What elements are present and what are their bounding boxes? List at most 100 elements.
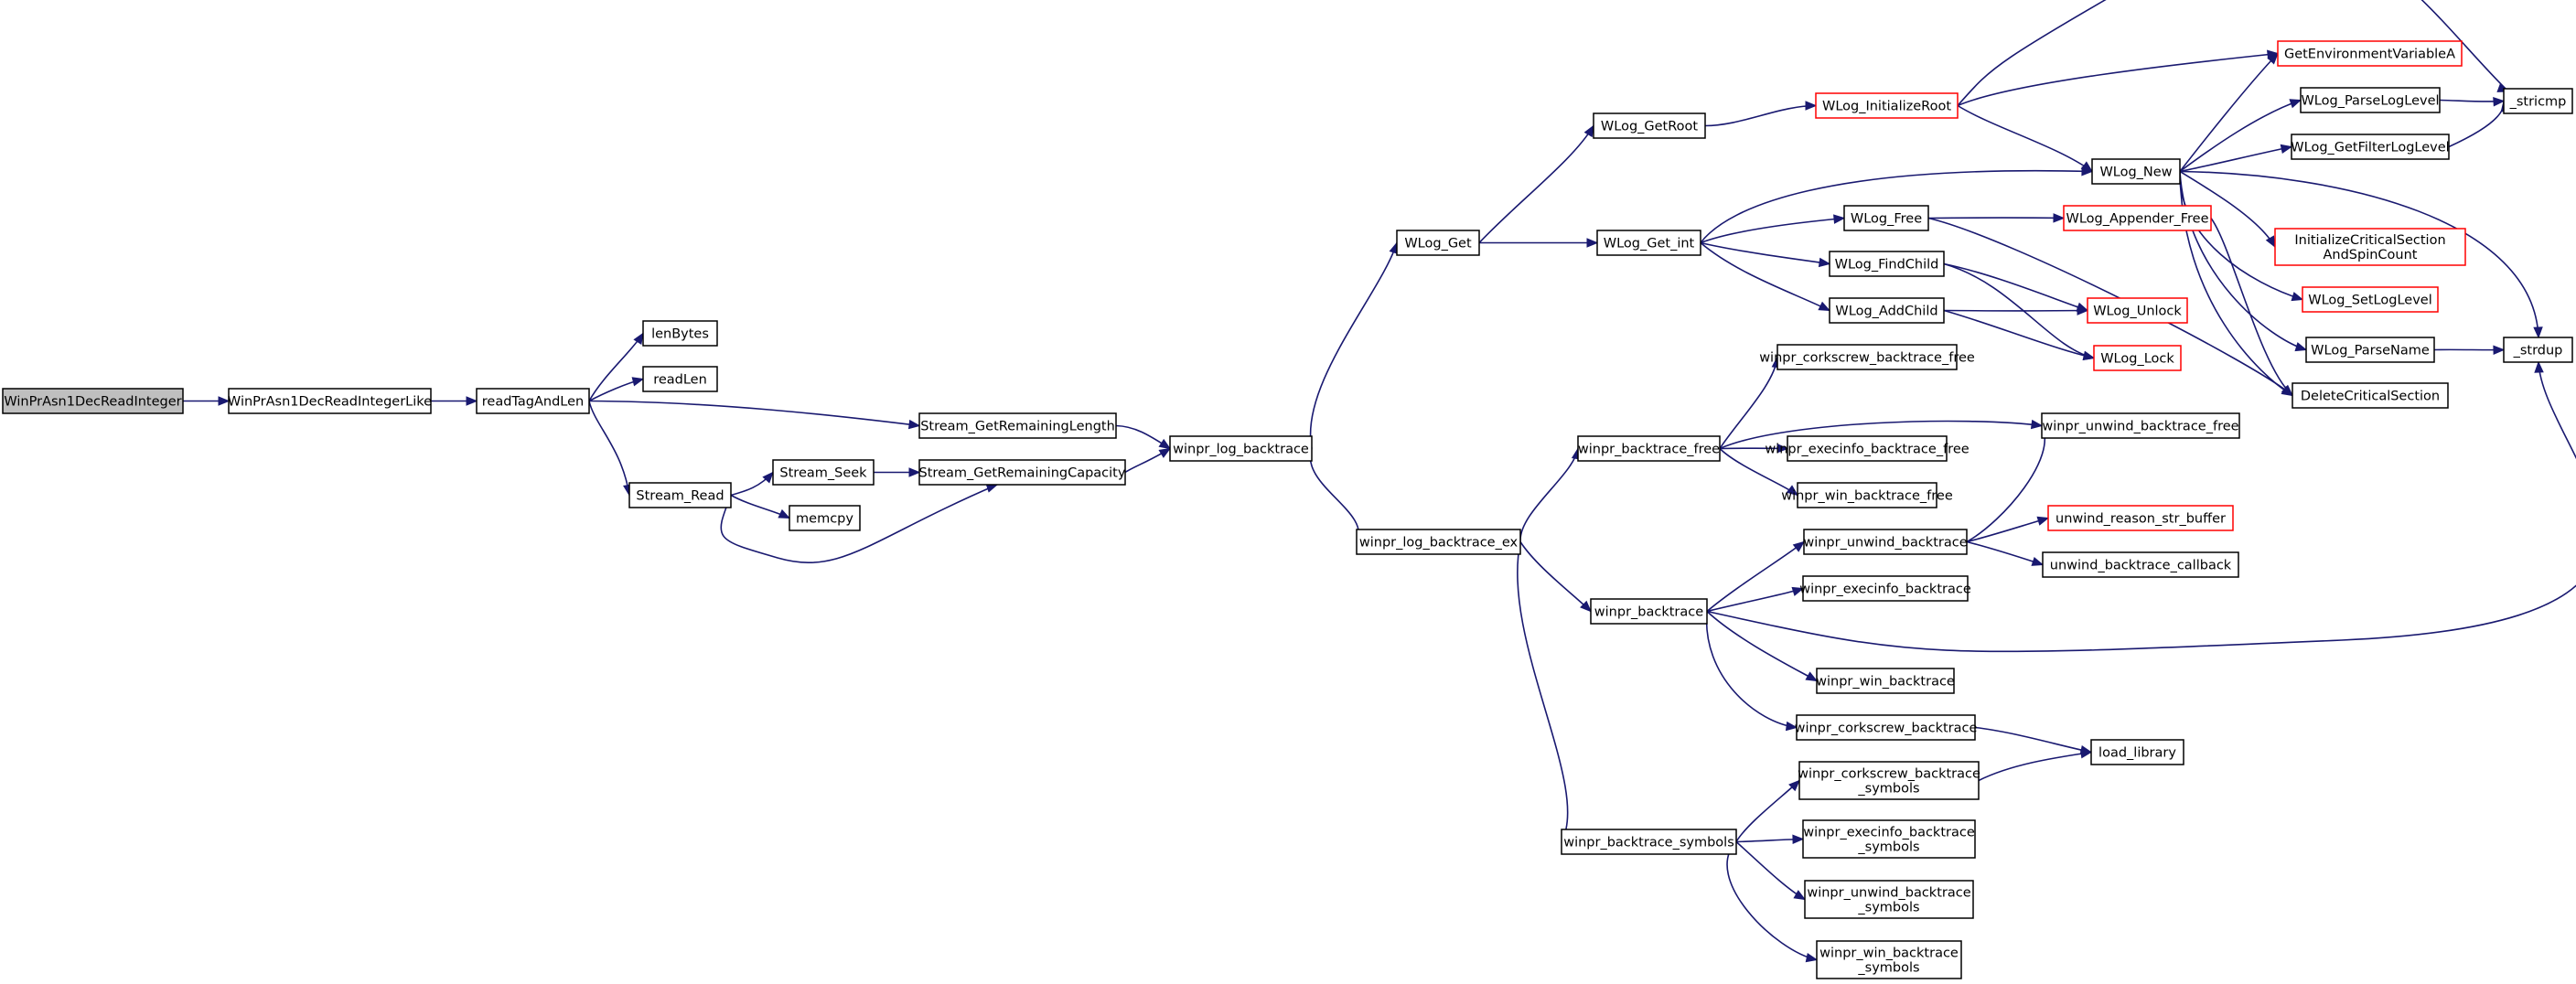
node-btsym[interactable]: winpr_backtrace_symbols (1561, 829, 1737, 855)
node-unlock[interactable]: WLog_Unlock (2087, 297, 2188, 324)
node-getfilter[interactable]: WLog_GetFilterLogLevel (2291, 134, 2450, 160)
node-stricmp[interactable]: _stricmp (2503, 88, 2573, 114)
node-bt[interactable]: winpr_backtrace (1590, 598, 1708, 625)
node-logbtex[interactable]: winpr_log_backtrace_ex (1356, 529, 1521, 555)
node-addchild[interactable]: WLog_AddChild (1829, 297, 1945, 324)
node-readlen[interactable]: readLen (642, 366, 718, 392)
node-box-seek (772, 459, 875, 486)
node-getremcap[interactable]: Stream_GetRemainingCapacity (918, 459, 1126, 486)
node-getenv[interactable]: GetEnvironmentVariableA (2277, 40, 2463, 67)
node-unwsym[interactable]: winpr_unwind_backtrace_symbols (1804, 880, 1974, 919)
node-memcpy[interactable]: memcpy (789, 505, 861, 531)
arrowhead-bt-to-winbt (1805, 671, 1819, 682)
node-unwreason[interactable]: unwind_reason_str_buffer (2047, 505, 2234, 531)
node-box-winsym (1816, 940, 1962, 979)
arrowhead-like-to-readtag (466, 396, 478, 406)
edge-initroot-to-wlognew (1957, 104, 2093, 173)
node-box-bt (1590, 598, 1708, 625)
node-box-loadlib (2090, 739, 2184, 765)
node-label-logbt: winpr_log_backtrace (1173, 443, 1309, 457)
node-wlogfree[interactable]: WLog_Free (1843, 205, 1929, 231)
node-seek[interactable]: Stream_Seek (772, 459, 875, 486)
node-setloglevel[interactable]: WLog_SetLogLevel (2302, 286, 2439, 313)
edge-logbtex-to-btsym (1517, 541, 1569, 842)
node-execsym[interactable]: winpr_execinfo_backtrace_symbols (1802, 819, 1976, 859)
node-getremlen[interactable]: Stream_GetRemainingLength (918, 412, 1117, 439)
node-label-streamread: Stream_Read (636, 489, 724, 504)
arrowhead-addchild-to-unlock (2077, 305, 2089, 316)
node-getroot[interactable]: WLog_GetRoot (1593, 112, 1706, 139)
node-unwbt[interactable]: winpr_unwind_backtrace (1803, 529, 1968, 555)
node-execfree[interactable]: winpr_execinfo_backtrace_free (1765, 435, 1970, 462)
arrowhead-getint-to-wlognew (2081, 166, 2094, 176)
node-parseloglevel[interactable]: WLog_ParseLogLevel (2300, 87, 2441, 113)
node-corkbt[interactable]: winpr_corkscrew_backtrace (1795, 714, 1978, 741)
node-parsename[interactable]: WLog_ParseName (2305, 337, 2435, 363)
node-label-appfree: WLog_Appender_Free (2066, 212, 2208, 227)
node-label-parseloglevel: WLog_ParseLogLevel (2301, 94, 2439, 109)
node-box-unwreason (2047, 505, 2234, 531)
node-winfree[interactable]: winpr_win_backtrace_free (1781, 482, 1953, 508)
node-label-corkfree: winpr_corkscrew_backtrace_free (1759, 351, 1975, 366)
node-label-unwsym-line1: winpr_unwind_backtrace (1807, 886, 1970, 901)
edge-wlognew-to-strdup (2179, 170, 2539, 338)
node-like[interactable]: WinPrAsn1DecReadIntegerLike (228, 388, 432, 414)
node-unwfree[interactable]: winpr_unwind_backtrace_free (2041, 412, 2240, 439)
node-getint[interactable]: WLog_Get_int (1596, 230, 1701, 256)
node-label-initcs-line1: InitializeCriticalSection (2294, 233, 2445, 248)
arrowhead-logbtex-to-bt (1580, 600, 1592, 613)
node-initroot[interactable]: WLog_InitializeRoot (1815, 92, 1959, 119)
edge-unwbt-to-unwfree (1966, 425, 2046, 543)
arrowhead-btfree-to-execfree (1776, 444, 1789, 454)
node-strdup[interactable]: _strdup (2503, 337, 2573, 363)
edge-wlogget-to-getroot (1478, 125, 1594, 244)
edge-findchild-to-unlock (1943, 262, 2088, 312)
edge-initroot-to-getenv (1957, 52, 2279, 107)
arrowhead-unwbt-to-unwcb (2031, 556, 2045, 566)
node-corkfree[interactable]: winpr_corkscrew_backtrace_free (1759, 344, 1975, 370)
node-label-readtag: readTagAndLen (482, 395, 584, 410)
node-box-like (228, 388, 432, 414)
arrowhead-wlogget-to-getroot (1583, 124, 1594, 138)
node-box-execsym (1802, 819, 1976, 859)
arrowhead-root-to-like (218, 396, 231, 406)
node-box-wlogfree (1843, 205, 1929, 231)
node-box-memcpy (789, 505, 861, 531)
node-box-unwcb (2042, 551, 2239, 578)
node-lock[interactable]: WLog_Lock (2093, 345, 2182, 371)
arrowhead-bt-to-unwbt (1792, 540, 1806, 552)
node-readtag[interactable]: readTagAndLen (476, 388, 590, 414)
node-findchild[interactable]: WLog_FindChild (1829, 251, 1945, 277)
node-wlognew[interactable]: WLog_New (2091, 158, 2181, 185)
node-winsym[interactable]: winpr_win_backtrace_symbols (1816, 940, 1962, 979)
node-unwcb[interactable]: unwind_backtrace_callback (2042, 551, 2239, 578)
node-label-unwfree: winpr_unwind_backtrace_free (2042, 420, 2238, 434)
node-box-logbt (1169, 435, 1313, 462)
edge-getint-to-findchild (1700, 241, 1830, 265)
node-appfree[interactable]: WLog_Appender_Free (2063, 205, 2212, 231)
node-label-corksym-line2: _symbols (1857, 782, 1919, 797)
node-streamread[interactable]: Stream_Read (628, 482, 732, 508)
arrowhead-readtag-to-readlen (631, 377, 645, 387)
edge-wlognew-to-initcs (2179, 170, 2276, 248)
edge-readtag-to-lenbytes (588, 333, 644, 401)
node-logbt[interactable]: winpr_log_backtrace (1169, 435, 1313, 462)
node-label-lenbytes: lenBytes (651, 327, 709, 342)
node-loadlib[interactable]: load_library (2090, 739, 2184, 765)
node-execbt[interactable]: winpr_execinfo_backtrace (1799, 575, 1971, 602)
node-btfree[interactable]: winpr_backtrace_free (1577, 435, 1721, 462)
node-label-wlogfree: WLog_Free (1851, 212, 1922, 227)
node-lenbytes[interactable]: lenBytes (642, 320, 718, 347)
edge-wlognew-to-getfilter (2179, 145, 2292, 173)
node-corksym[interactable]: winpr_corkscrew_backtrace_symbols (1798, 761, 1980, 800)
node-label-memcpy: memcpy (796, 512, 853, 527)
node-deletecs[interactable]: DeleteCriticalSection (2292, 382, 2449, 409)
edge-unwbt-to-unwcb (1966, 540, 2044, 566)
node-label-setloglevel: WLog_SetLogLevel (2308, 294, 2431, 308)
node-wlogget[interactable]: WLog_Get (1396, 230, 1480, 256)
node-box-stricmp (2503, 88, 2573, 114)
node-winbt[interactable]: winpr_win_backtrace (1816, 668, 1955, 694)
node-box-winfree (1797, 482, 1937, 508)
